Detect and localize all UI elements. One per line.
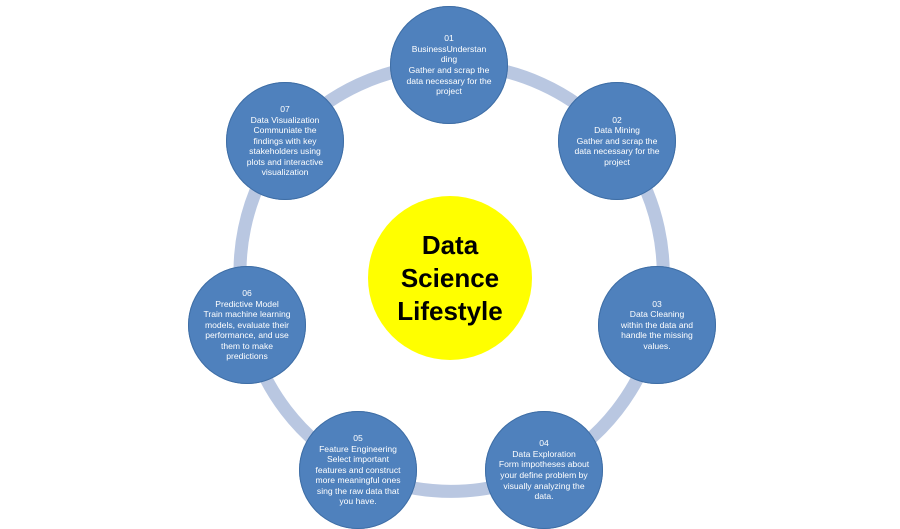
step-number: 03 [652, 298, 662, 309]
step-title: Data Cleaning [629, 309, 685, 320]
step-number: 05 [353, 432, 363, 443]
step-title: Feature Engineering [319, 443, 397, 454]
center-line-1: Data [421, 229, 479, 260]
step-description: Train machine learning models, evaluate … [203, 309, 291, 362]
step-title: BusinessUnderstan ding [411, 43, 487, 65]
step-description: Gather and scrap the data necessary for … [406, 65, 492, 97]
step-description: within the data and handle the missing v… [620, 319, 694, 351]
step-title: Data Mining [594, 125, 640, 136]
center-line-2: Science [400, 262, 500, 293]
step-number: 06 [242, 287, 252, 298]
step-number: 07 [280, 103, 290, 114]
step-node-04: 04 Data Exploration Form impotheses abou… [485, 411, 603, 529]
step-node-02: 02 Data Mining Gather and scrap the data… [558, 82, 676, 200]
step-node-01: 01 BusinessUnderstan ding Gather and scr… [390, 6, 508, 124]
center-line-3: Lifestyle [397, 295, 503, 326]
step-description: Form impotheses about your define proble… [498, 459, 590, 502]
step-number: 04 [539, 438, 549, 449]
step-node-06: 06 Predictive Model Train machine learni… [188, 266, 306, 384]
step-node-05: 05 Feature Engineering Select important … [299, 411, 417, 529]
step-node-07: 07 Data Visualization Communiate the fin… [226, 82, 344, 200]
center-circle: Data Science Lifestyle [368, 196, 532, 360]
step-description: Gather and scrap the data necessary for … [574, 135, 660, 167]
step-number: 01 [444, 33, 454, 44]
step-title: Data Visualization [250, 114, 320, 125]
step-description: Communiate the findings with key stakeho… [246, 125, 324, 178]
step-description: Select important features and construct … [315, 454, 401, 507]
step-number: 02 [612, 114, 622, 125]
step-title: Predictive Model [215, 298, 279, 309]
step-title: Data Exploration [512, 448, 576, 459]
step-node-03: 03 Data Cleaning within the data and han… [598, 266, 716, 384]
